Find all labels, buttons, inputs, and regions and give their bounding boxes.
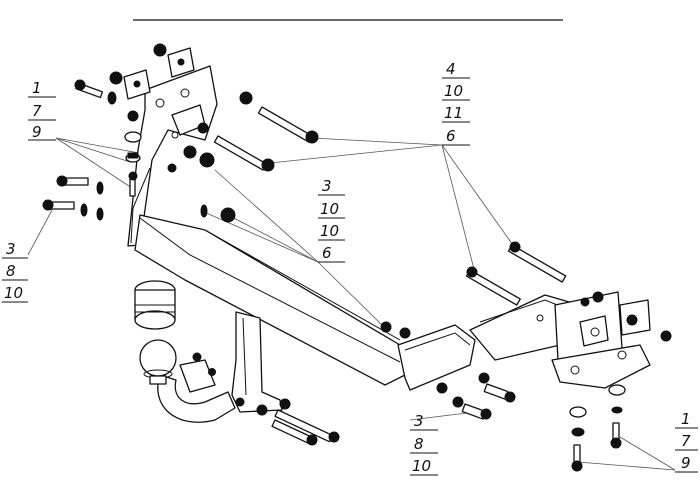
- callout-left: 3 8 10: [2, 240, 28, 303]
- callout-bottom-center: 3 8 10: [410, 412, 438, 476]
- callout-bottom-right: 1 7 9: [675, 410, 698, 473]
- callout-label: 3: [414, 412, 424, 430]
- callout-label: 10: [4, 284, 23, 302]
- callout-label: 1: [32, 79, 42, 97]
- callout-label: 11: [444, 104, 463, 122]
- callout-label: 3: [6, 240, 16, 258]
- callout-top-left: 1 7 9: [28, 79, 56, 141]
- callout-label: 8: [414, 435, 424, 453]
- right-mounting-bracket: [551, 291, 651, 389]
- main-cross-beam: [134, 214, 476, 391]
- tow-ball-assembly: [134, 280, 283, 423]
- callout-center: 3 10 10 6: [318, 177, 345, 263]
- leader-lines: [27, 137, 676, 471]
- callout-top-right: 4 10 11 6: [442, 60, 470, 146]
- callout-label: 1: [681, 410, 691, 428]
- callout-label: 10: [320, 200, 339, 218]
- callout-label: 10: [444, 82, 463, 100]
- callout-label: 9: [32, 123, 42, 141]
- callout-label: 4: [446, 60, 456, 78]
- callout-label: 10: [412, 457, 431, 475]
- callout-label: 6: [322, 244, 332, 262]
- callout-label: 9: [681, 454, 691, 472]
- callout-label: 10: [320, 222, 339, 240]
- callout-label: 6: [446, 127, 456, 145]
- callout-label: 8: [6, 262, 16, 280]
- callout-label: 7: [32, 102, 42, 120]
- fasteners: [42, 43, 672, 472]
- callout-label: 7: [681, 432, 691, 450]
- callout-label: 3: [322, 177, 332, 195]
